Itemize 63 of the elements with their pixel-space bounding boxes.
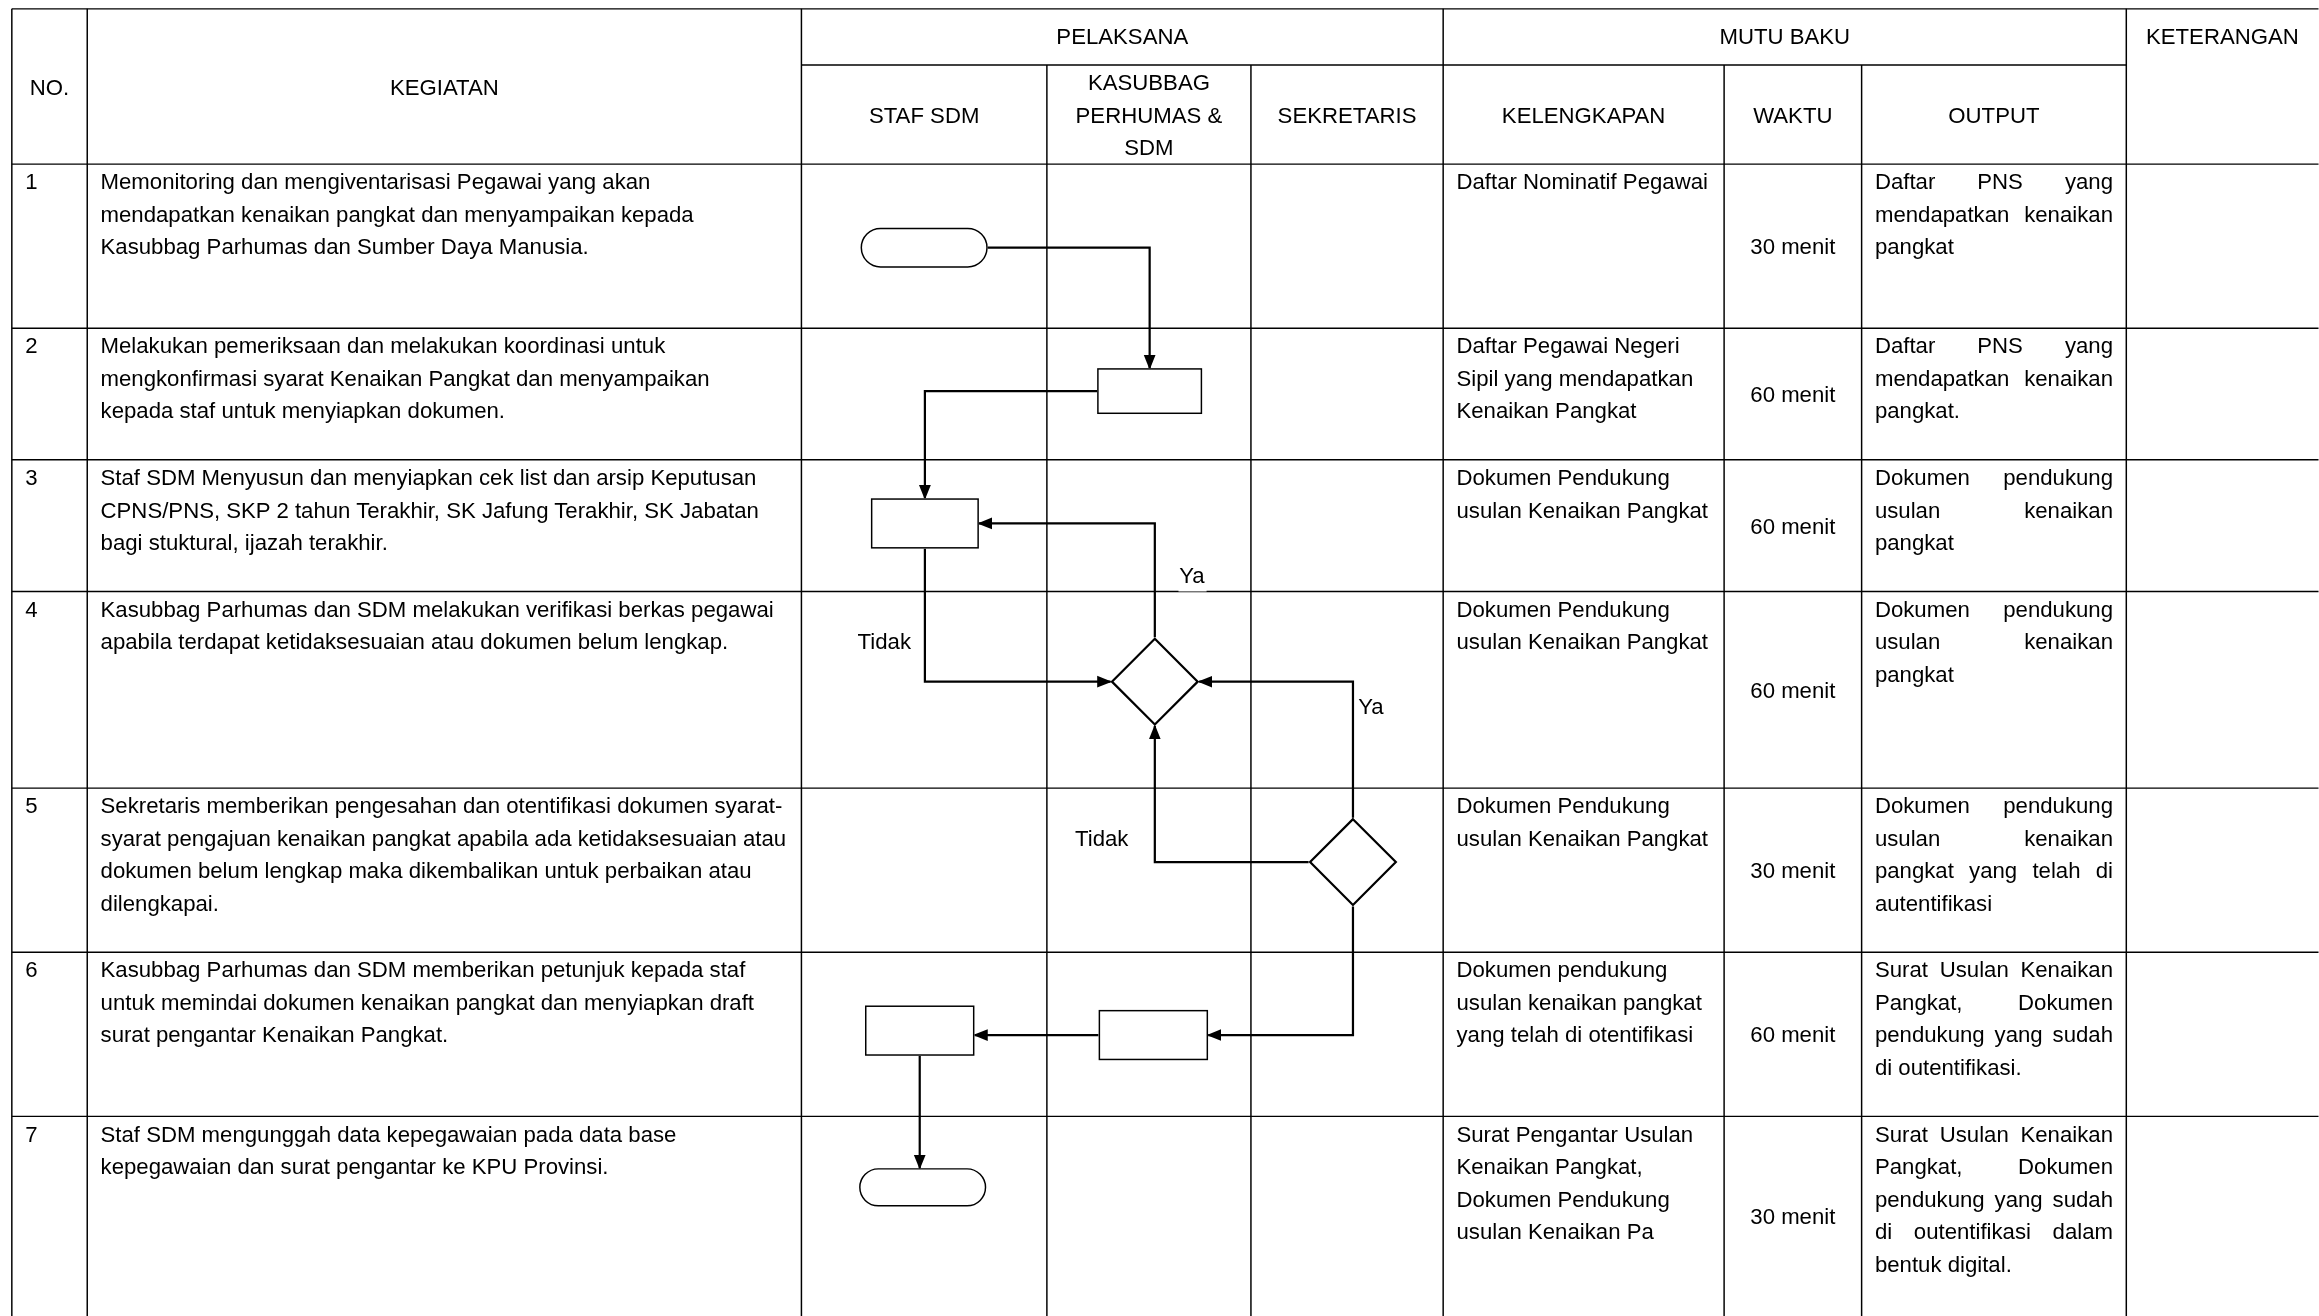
- duration-text: 60 menit: [1749, 1020, 1837, 1049]
- column-header: KASUBBAG PERHUMAS & SDM: [1074, 67, 1224, 161]
- activity-text: Kasubbag Parhumas dan SDM melakukan verifikasi berkas pegawai apabila terdapat ketidaksesuaian atau dokumen belum lengkap.: [100, 594, 775, 656]
- output-text: Surat Usulan Kenaikan Pangkat, Dokumen pendukung yang sudah di outentifikasi dalam bentuk digital.: [1874, 1119, 2113, 1279]
- row-number: 1: [25, 167, 39, 196]
- arrow: [1148, 724, 1309, 864]
- arrow: [923, 548, 1112, 688]
- requirement-text: Dokumen Pendukung usulan Kenaikan Pangkat: [1456, 791, 1710, 853]
- activity-text: Melakukan pemeriksaan dan melakukan koordinasi untuk mengkonfirmasi syarat Kenaikan Pangkat dan menyampaikan kepada staf untuk menyiapkan dokumen.: [100, 331, 711, 425]
- process-box: [865, 1005, 975, 1056]
- decision-diamond: [1110, 637, 1200, 726]
- process-box: [870, 498, 979, 549]
- arrow: [1206, 906, 1355, 1041]
- requirement-text: Daftar Nominatif Pegawai: [1456, 167, 1709, 196]
- column-header: KELENGKAPAN: [1500, 100, 1667, 129]
- column-header: OUTPUT: [1947, 100, 2041, 129]
- arrow: [913, 1055, 926, 1170]
- arrow: [987, 246, 1156, 370]
- terminator-shape: [859, 1168, 987, 1207]
- output-text: Dokumen pendukung usulan kenaikan pangkat: [1874, 594, 2113, 689]
- column-header: WAKTU: [1752, 100, 1834, 129]
- arrow: [972, 1029, 1099, 1041]
- requirement-text: Dokumen Pendukung usulan Kenaikan Pangkat: [1456, 463, 1710, 525]
- arrow: [977, 517, 1156, 638]
- arrow: [1197, 675, 1355, 818]
- duration-text: 60 menit: [1749, 511, 1837, 540]
- row-number: 6: [25, 955, 39, 984]
- requirement-text: Dokumen Pendukung usulan Kenaikan Pangkat: [1456, 594, 1710, 656]
- column-header: MUTU BAKU: [1718, 22, 1852, 51]
- column-header: KEGIATAN: [388, 72, 500, 101]
- row-number: 2: [25, 331, 39, 360]
- duration-text: 30 menit: [1749, 1201, 1837, 1230]
- process-box: [1098, 1009, 1209, 1061]
- output-text: Daftar PNS yang mendapatkan kenaikan pangkat: [1874, 167, 2113, 261]
- row-number: 3: [25, 463, 39, 492]
- duration-text: 60 menit: [1749, 675, 1837, 704]
- column-header: NO.: [28, 72, 71, 101]
- output-text: Surat Usulan Kenaikan Pangkat, Dokumen pendukung yang sudah di outentifikasi.: [1874, 955, 2113, 1082]
- output-text: Dokumen pendukung usulan kenaikan pangkat yang telah di autentifikasi: [1874, 791, 2113, 918]
- row-number: 7: [25, 1119, 39, 1148]
- duration-text: 30 menit: [1749, 855, 1837, 884]
- output-text: Daftar PNS yang mendapatkan kenaikan pangkat.: [1874, 331, 2113, 425]
- requirement-text: Surat Pengantar Usulan Kenaikan Pangkat, Dokumen Pendukung usulan Kenaikan Pa: [1456, 1119, 1695, 1246]
- activity-text: Staf SDM Menyusun dan menyiapkan cek list dan arsip Keputusan CPNS/PNS, SKP 2 tahun Terakhir, SK Jafung Terakhir, SK Jabatan bagi stuktural, ijazah terakhir.: [100, 463, 760, 557]
- column-header: KETERANGAN: [2145, 22, 2300, 51]
- column-header: STAF SDM: [867, 100, 981, 129]
- decision-diamond: [1308, 817, 1398, 907]
- activity-text: Sekretaris memberikan pengesahan dan otentifikasi dokumen syarat-syarat pengajuan kenaikan pangkat apabila ada ketidaksesuaian atau dokumen belum lengkap maka dikembalikan untuk perbaikan atau dilengkapai.: [100, 791, 788, 918]
- row-number: 4: [25, 594, 39, 624]
- activity-text: Staf SDM mengunggah data kepegawaian pada data base kepegawaian dan surat pengantar ke KPU Provinsi.: [100, 1119, 678, 1181]
- activity-text: Memonitoring dan mengiventarisasi Pegawai yang akan mendapatkan kenaikan pangkat dan menyampaikan kepada Kasubbag Parhumas dan Sumber Daya Manusia.: [100, 167, 695, 261]
- column-header: SEKRETARIS: [1276, 100, 1418, 129]
- activity-text: Kasubbag Parhumas dan SDM memberikan petunjuk kepada staf untuk memindai dokumen kenaikan pangkat dan menyiapkan draft surat pengantar Kenaikan Pangkat.: [100, 955, 756, 1049]
- output-text: Dokumen pendukung usulan kenaikan pangkat: [1874, 463, 2113, 557]
- arrow: [919, 390, 1098, 500]
- requirement-text: Dokumen pendukung usulan kenaikan pangkat yang telah di otentifikasi: [1456, 955, 1703, 1049]
- column-header: PELAKSANA: [1055, 22, 1190, 51]
- process-box: [1097, 368, 1203, 414]
- row-number: 5: [25, 791, 39, 820]
- duration-text: 30 menit: [1749, 231, 1837, 260]
- terminator-shape: [860, 227, 988, 268]
- requirement-text: Daftar Pegawai Negeri Sipil yang mendapatkan Kenaikan Pangkat: [1456, 331, 1695, 425]
- duration-text: 60 menit: [1749, 379, 1837, 408]
